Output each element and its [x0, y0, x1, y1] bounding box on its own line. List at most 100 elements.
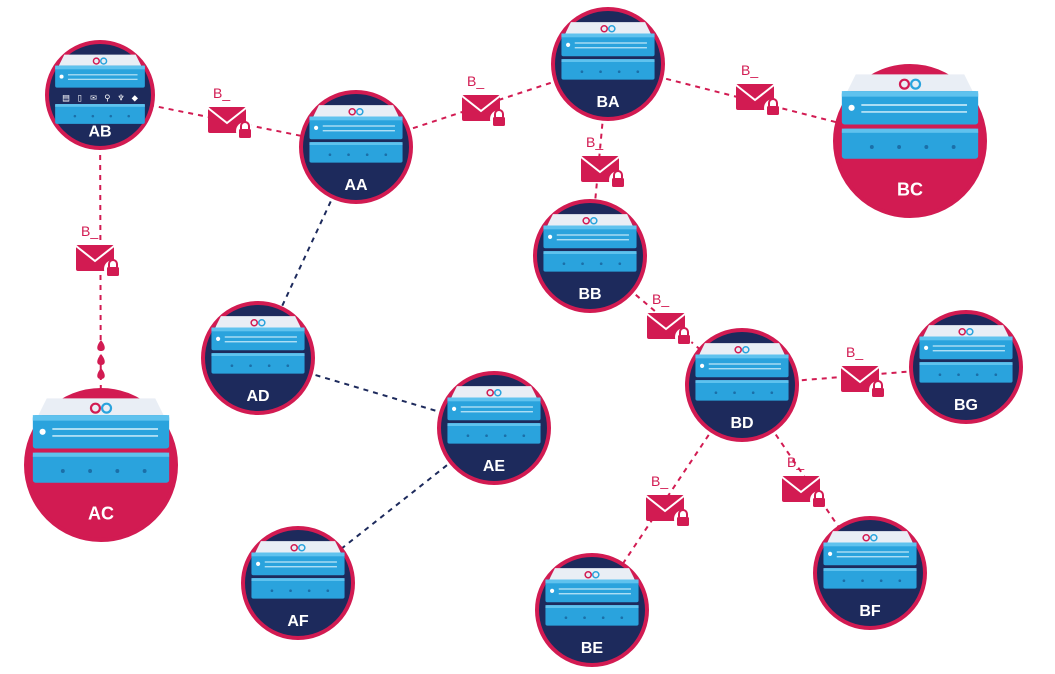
server-unit	[543, 251, 637, 272]
server-unit	[561, 33, 655, 57]
envelope-flap	[75, 245, 115, 263]
node-label: BA	[596, 94, 620, 111]
envelope-flap	[461, 95, 501, 113]
server-highlight	[211, 327, 305, 332]
node-ba[interactable]: BA	[551, 7, 665, 121]
lock-icon	[767, 106, 779, 115]
envelope-icon	[208, 107, 246, 133]
server-dot	[564, 616, 568, 620]
server-unit	[543, 225, 637, 249]
node-bf[interactable]: BF	[813, 516, 927, 630]
server-top	[699, 343, 785, 355]
envelope-label: B_	[81, 223, 98, 239]
server-dot	[326, 589, 330, 593]
server-unit	[55, 104, 145, 124]
status-led	[550, 588, 555, 593]
node-bg[interactable]: BG	[909, 310, 1023, 424]
logo-icon	[600, 24, 609, 33]
node-ad[interactable]: AD	[201, 301, 315, 415]
node-ac[interactable]: AC	[24, 388, 178, 542]
logo-icon	[486, 388, 495, 397]
server-top	[565, 22, 651, 34]
server-dot	[60, 469, 65, 473]
server-dot	[109, 114, 113, 118]
logo-icon	[870, 533, 878, 542]
server-dot	[938, 373, 942, 377]
logo-icon	[592, 570, 600, 579]
encrypted-message-bb-bd: B_	[646, 291, 693, 346]
envelope-icon	[782, 476, 820, 502]
envelope-icon	[647, 313, 685, 339]
envelope-label: B_	[846, 344, 863, 360]
status-led	[39, 428, 46, 435]
node-bb[interactable]: BB	[533, 199, 647, 313]
server-unit	[695, 354, 789, 378]
node-af[interactable]: AF	[241, 526, 355, 640]
logo-icon	[355, 107, 364, 116]
server-dot	[583, 616, 586, 620]
server-dot	[581, 262, 584, 266]
envelope-icon	[76, 245, 114, 271]
server-highlight	[841, 91, 979, 97]
status-led	[59, 74, 64, 79]
envelope-flap	[645, 495, 685, 513]
server-top	[255, 541, 341, 553]
server-highlight	[309, 116, 403, 121]
node-be[interactable]: BE	[535, 553, 649, 667]
lock-icon	[677, 517, 689, 526]
server-top	[451, 386, 537, 398]
server-top	[38, 398, 164, 416]
server-highlight	[841, 128, 979, 133]
server-dot	[384, 153, 388, 157]
server-top	[923, 325, 1009, 337]
logo-icon	[348, 107, 357, 116]
lock-icon	[872, 388, 884, 397]
node-label: BF	[859, 603, 881, 620]
logo-icon	[92, 57, 101, 65]
server-highlight	[32, 452, 170, 457]
drop-icon	[97, 368, 105, 379]
app-icon: ⚲	[104, 92, 110, 102]
lock-shackle	[108, 259, 118, 267]
lock-icon	[813, 498, 825, 507]
node-label: AC	[88, 504, 114, 524]
node-aa[interactable]: AA	[299, 90, 413, 204]
status-led	[548, 234, 553, 239]
envelope-label: B_	[787, 454, 804, 470]
server-dot	[267, 364, 271, 368]
node-label: BC	[897, 180, 923, 200]
envelope-icon	[841, 366, 879, 392]
encrypted-message-ba-bb: B_	[580, 134, 627, 189]
server-top	[827, 531, 913, 543]
node-ab[interactable]: ▤▯✉⚲♆◆AB	[45, 40, 155, 150]
server-unit	[561, 59, 655, 80]
node-bd[interactable]: BD	[685, 328, 799, 442]
envelope-label: B_	[586, 134, 603, 150]
server-dot	[957, 373, 960, 377]
envelope-flap	[580, 156, 620, 174]
envelope-label: B_	[213, 85, 230, 101]
node-bc[interactable]: BC	[833, 64, 987, 218]
logo-icon	[290, 543, 299, 552]
server-dot	[599, 262, 603, 266]
server-unit	[823, 568, 917, 589]
lock-shackle	[679, 327, 689, 335]
encrypted-message-bd-bg: B_	[840, 344, 887, 399]
server-dot	[617, 70, 621, 74]
envelope-label: B_	[651, 473, 668, 489]
server-highlight	[561, 59, 655, 62]
logo-icon	[100, 57, 108, 65]
server-dot	[994, 373, 998, 377]
nodes-layer: ▤▯✉⚲♆◆AB AA AC AD AE AF BA BB BC BD BE BF BG	[24, 7, 1023, 667]
server-unit	[32, 415, 170, 449]
encrypted-message-bd-bf: B_	[781, 454, 828, 509]
server-dot	[91, 114, 95, 118]
node-ae[interactable]: AE	[437, 371, 551, 485]
drop-icon	[97, 354, 105, 365]
app-icon: ▤	[62, 92, 70, 102]
status-led	[700, 363, 705, 368]
server-unit	[251, 578, 345, 599]
server-unit	[309, 116, 403, 140]
server-dot	[580, 70, 584, 74]
